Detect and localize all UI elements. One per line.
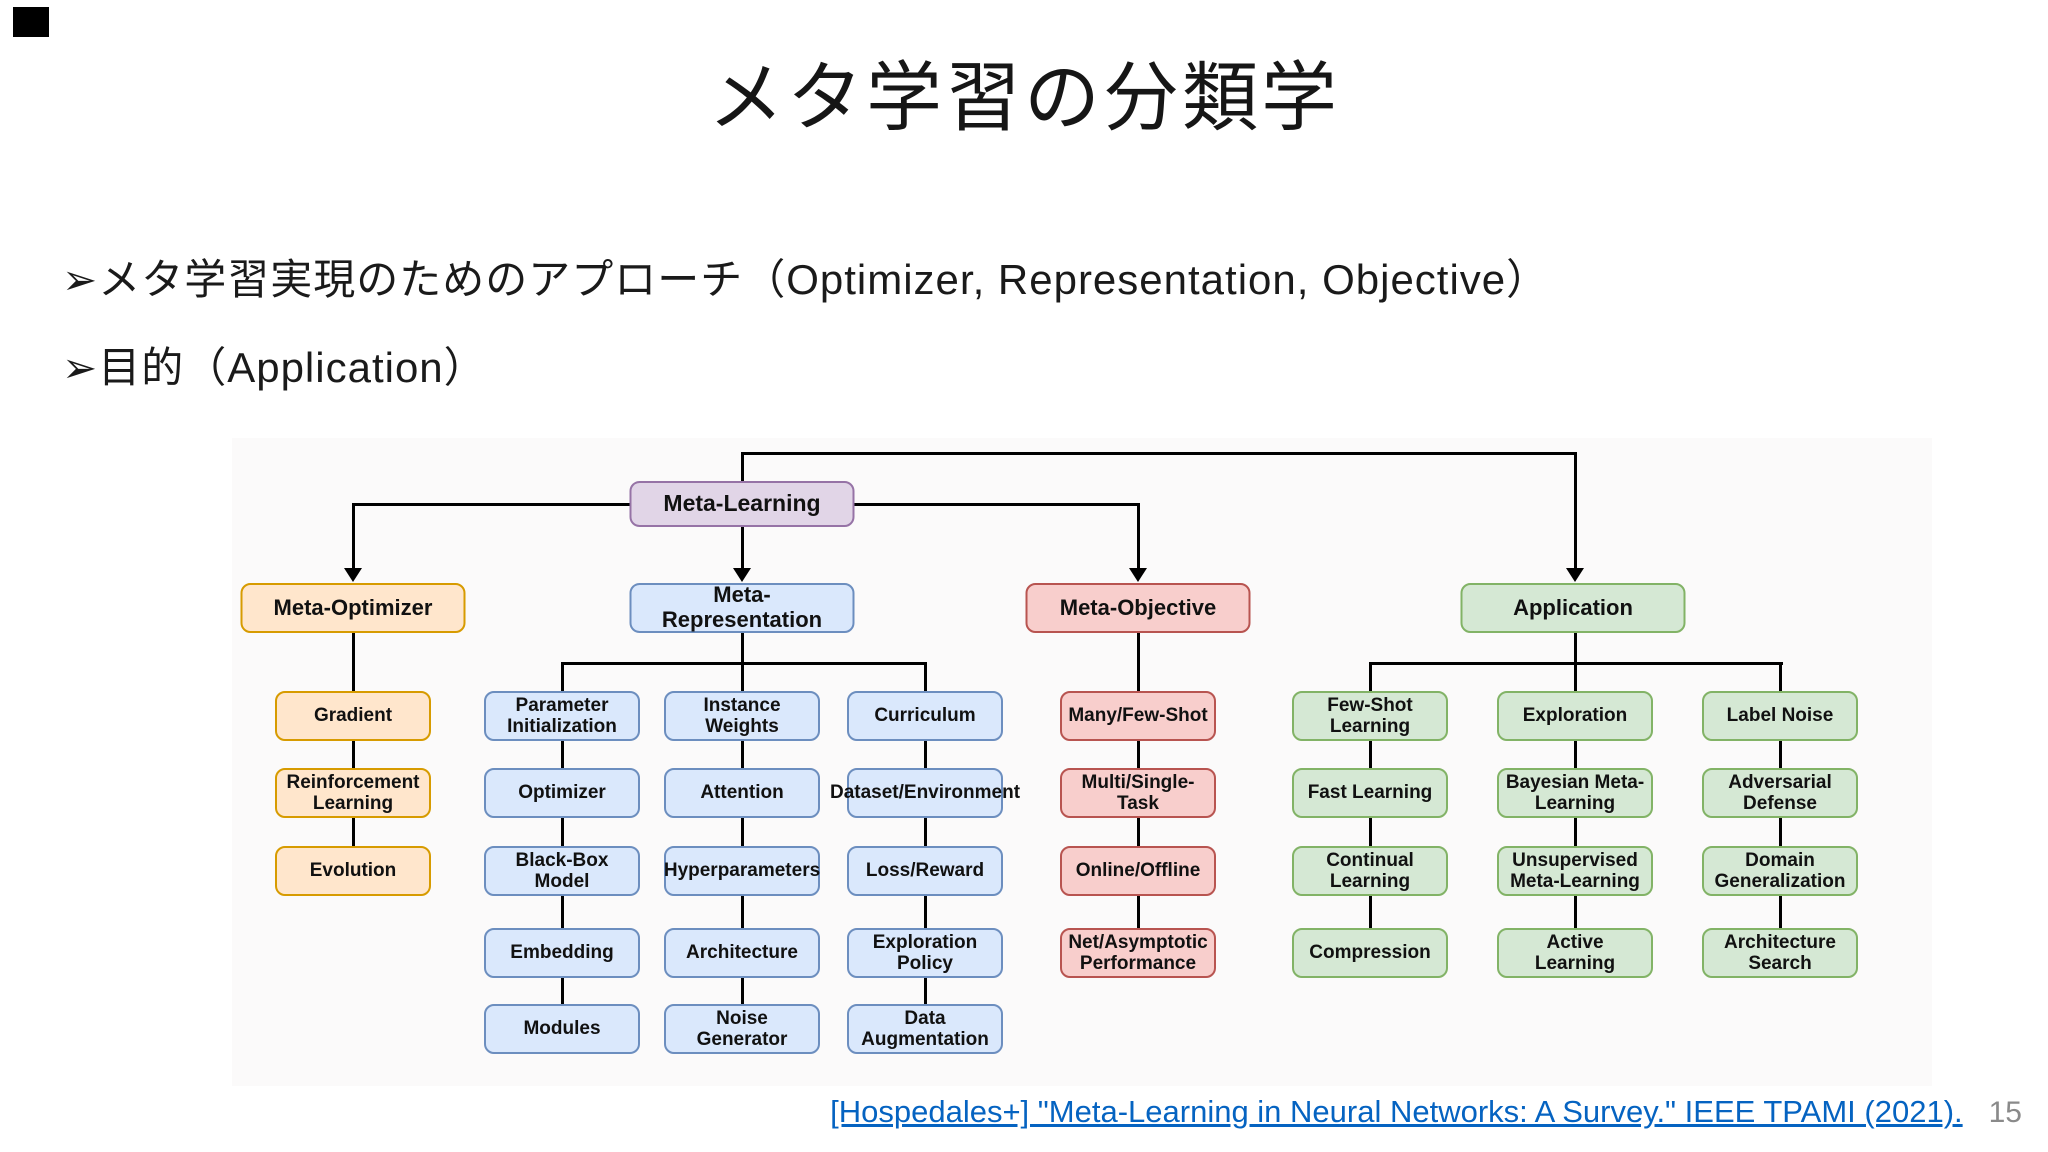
node-dataset-environment: Dataset/Environment — [830, 768, 1020, 818]
corner-mark — [13, 7, 49, 37]
connector-optimizer-spine — [352, 632, 355, 872]
connector-left-horizontal — [352, 503, 631, 506]
connector-right-horizontal — [853, 503, 1140, 506]
node-bayesian-meta-learning: Bayesian Meta-Learning — [1497, 768, 1653, 818]
node-many-few-shot: Many/Few-Shot — [1060, 691, 1216, 741]
arrowhead-application — [1566, 568, 1584, 582]
node-gradient: Gradient — [275, 691, 431, 741]
node-multi-single-task: Multi/Single-Task — [1060, 768, 1216, 818]
node-attention: Attention — [664, 768, 820, 818]
node-exploration: Exploration — [1497, 691, 1653, 741]
footer: [Hospedales+] "Meta-Learning in Neural N… — [830, 1094, 2022, 1130]
node-domain-generalization: Domain Generalization — [1702, 846, 1858, 896]
citation-link[interactable]: [Hospedales+] "Meta-Learning in Neural N… — [830, 1094, 1963, 1129]
node-instance-weights: Instance Weights — [664, 691, 820, 741]
connector-application-stem — [1574, 632, 1577, 665]
connector-root-riser — [741, 452, 744, 482]
node-curriculum: Curriculum — [847, 691, 1003, 741]
node-meta-objective: Meta-Objective — [1025, 583, 1251, 633]
connector-application-drop — [1574, 452, 1577, 570]
node-noise-generator: Noise Generator — [664, 1004, 820, 1054]
node-meta-optimizer: Meta-Optimizer — [240, 583, 466, 633]
node-compression: Compression — [1292, 928, 1448, 978]
bullet-purpose: ➢目的（Application） — [62, 344, 487, 391]
node-net-asymptotic-performance: Net/Asymptotic Performance — [1060, 928, 1216, 978]
node-loss-reward: Loss/Reward — [847, 846, 1003, 896]
node-architecture-search: Architecture Search — [1702, 928, 1858, 978]
node-fast-learning: Fast Learning — [1292, 768, 1448, 818]
node-exploration-policy: Exploration Policy — [847, 928, 1003, 978]
node-meta-representation: Meta-Representation — [629, 583, 855, 633]
connector-objective-drop — [1137, 503, 1140, 570]
node-architecture: Architecture — [664, 928, 820, 978]
node-black-box-model: Black-Box Model — [484, 846, 640, 896]
bullet-approach: ➢メタ学習実現のためのアプローチ（Optimizer, Representati… — [62, 256, 1550, 303]
node-evolution: Evolution — [275, 846, 431, 896]
diagram-background — [232, 438, 1932, 1086]
node-few-shot-learning: Few-Shot Learning — [1292, 691, 1448, 741]
arrowhead-meta-objective — [1129, 568, 1147, 582]
node-modules: Modules — [484, 1004, 640, 1054]
connector-optimizer-drop — [352, 503, 355, 570]
node-label-noise: Label Noise — [1702, 691, 1858, 741]
connector-representation-branch — [561, 662, 927, 665]
connector-top-horizontal — [741, 452, 1577, 455]
node-active-learning: Active Learning — [1497, 928, 1653, 978]
connector-representation-stem — [741, 632, 744, 665]
node-optimizer: Optimizer — [484, 768, 640, 818]
node-adversarial-defense: Adversarial Defense — [1702, 768, 1858, 818]
slide-title: メタ学習の分類学 — [708, 56, 1340, 141]
node-hyperparameters: Hyperparameters — [664, 846, 820, 896]
node-reinforcement-learning: Reinforcement Learning — [275, 768, 431, 818]
arrowhead-meta-representation — [733, 568, 751, 582]
connector-representation-drop — [741, 527, 744, 570]
node-unsupervised-meta-learning: Unsupervised Meta-Learning — [1497, 846, 1653, 896]
page-number: 15 — [1988, 1096, 2022, 1129]
node-meta-learning: Meta-Learning — [629, 481, 855, 527]
node-application: Application — [1460, 583, 1686, 633]
node-data-augmentation: Data Augmentation — [847, 1004, 1003, 1054]
node-online-offline: Online/Offline — [1060, 846, 1216, 896]
node-parameter-initialization: Parameter Initialization — [484, 691, 640, 741]
node-continual-learning: Continual Learning — [1292, 846, 1448, 896]
arrowhead-meta-optimizer — [344, 568, 362, 582]
node-embedding: Embedding — [484, 928, 640, 978]
